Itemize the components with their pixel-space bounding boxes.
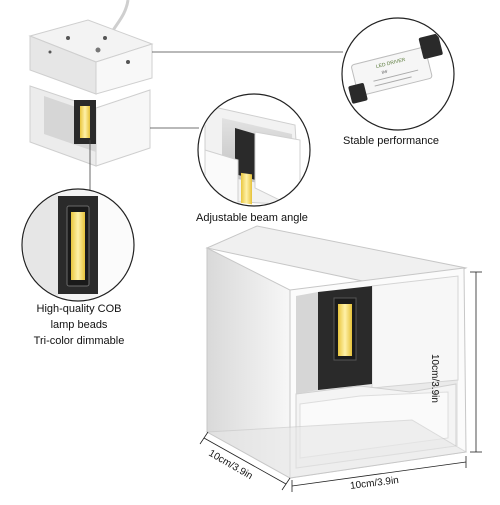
led-strip (80, 106, 90, 138)
cob-label-line1: High-quality COB (36, 303, 122, 315)
cob-led (71, 212, 85, 280)
svg-text:8W: 8W (381, 69, 388, 75)
wall-mount-view (28, 0, 154, 167)
main-lamp-view (205, 225, 468, 479)
beam-angle-callout (197, 93, 311, 207)
led-strip (338, 304, 352, 356)
cob-label-line3: Tri-color dimmable (33, 335, 125, 347)
driver-callout: LED DRIVER 8W (341, 17, 455, 131)
cob-callout (21, 188, 135, 302)
callout-lines (89, 51, 343, 190)
led-strip (241, 172, 252, 205)
power-cable (110, 0, 130, 33)
cob-label-line2: lamp beads (50, 319, 108, 331)
height-dimension-label: 10cm/3.9in (429, 354, 440, 403)
beam-angle-label: Adjustable beam angle (196, 212, 308, 224)
stable-performance-label: Stable performance (343, 135, 439, 147)
dimension-lines (199, 271, 482, 492)
